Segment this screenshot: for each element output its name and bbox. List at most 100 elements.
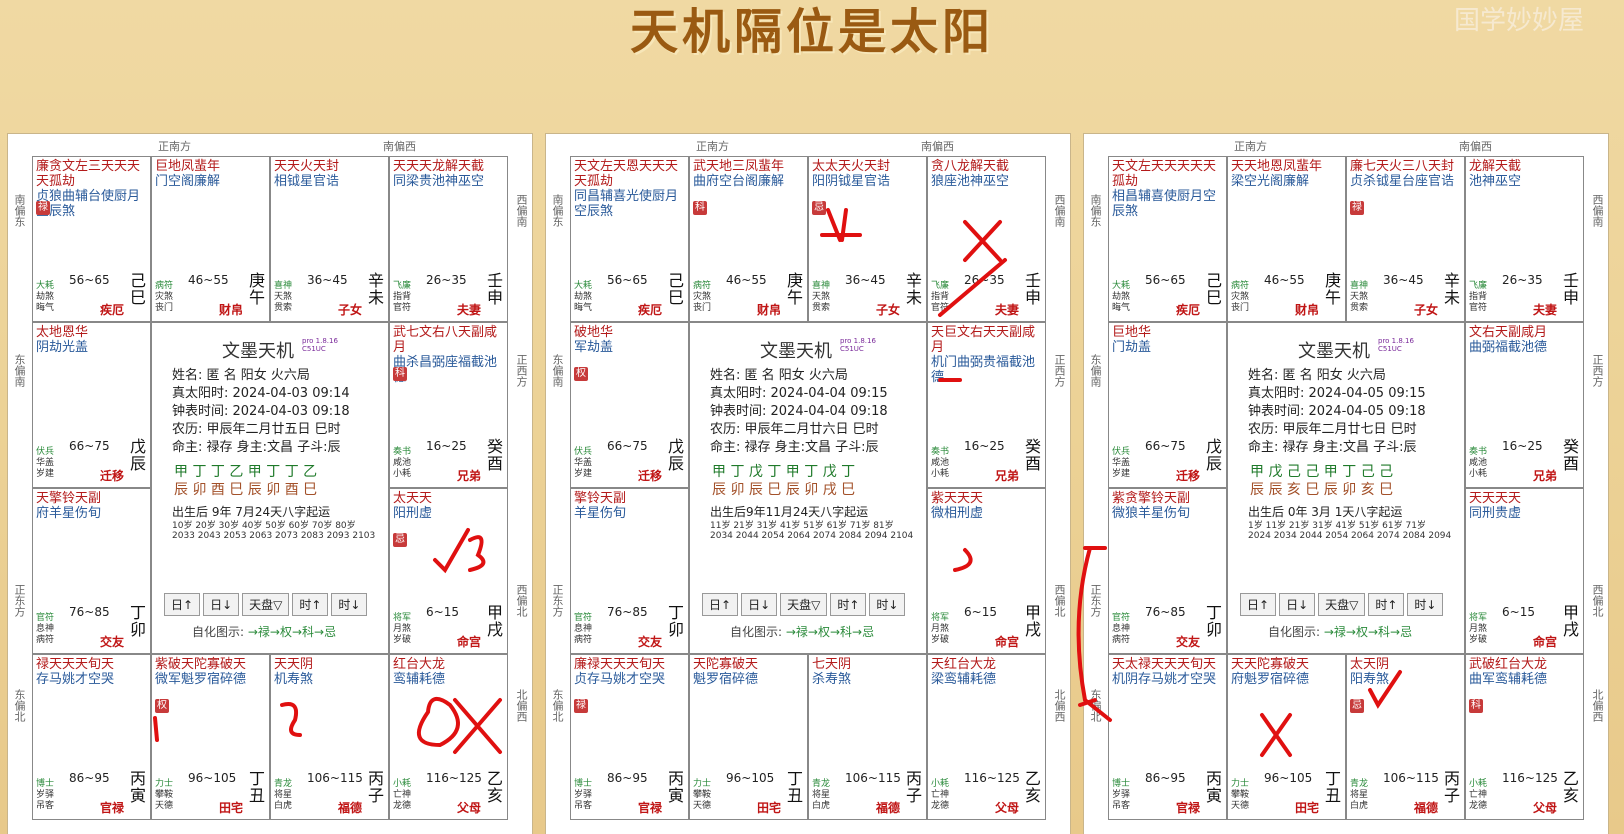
minor-gods: 官符 息神 病符 — [36, 613, 54, 646]
palace-cell[interactable]: 廉禄天天天旬天 贞存马姚才空哭 禄 86~95 丙 寅 博士 岁驿 吊客 官禄 — [570, 654, 689, 820]
dayun-ages: 10岁 20岁 30岁 40岁 50岁 60岁 70岁 80岁 — [172, 521, 356, 531]
palace-cell[interactable]: 天天阴 机寿煞 106~115 丙 子 青龙 将星 白虎 福德 — [270, 654, 389, 820]
palace-cell[interactable]: 武破红台大龙 曲军鸾辅耗德 科权 116~125 乙 亥 小耗 亡神 龙德 父母 — [1465, 654, 1584, 820]
palace-cell[interactable]: 天擎铃天副 府羊星伤旬 76~85 丁 卯 官符 息神 病符 交友 — [32, 488, 151, 654]
god-1: 伏兵 — [574, 447, 593, 457]
palace-cell[interactable]: 红台大龙 鸾辅耗德 116~125 乙 亥 小耗 亡神 龙德 父母 — [389, 654, 508, 820]
palace-cell[interactable]: 紫破天陀寡破天 微军魁罗宿碎德 权 96~105 丁 丑 力士 攀鞍 天德 田宅 — [151, 654, 270, 820]
ganzhi: 戊 辰 — [668, 438, 684, 472]
dayun-ages: 11岁 21岁 31岁 41岁 51岁 61岁 71岁 81岁 — [710, 521, 894, 531]
legend-items: →禄→权→科→忌 — [785, 625, 875, 639]
heavenly-stem: 癸 — [1024, 437, 1041, 456]
hour-down-button[interactable]: 时↓ — [1407, 593, 1444, 616]
palace-cell[interactable]: 天太禄天天天旬天 机阴存马姚才空哭 86~95 丙 寅 博士 岁驿 吊客 官禄 — [1108, 654, 1227, 820]
star-row-2: 门空阁廉解 — [155, 174, 221, 189]
palace-cell[interactable]: 紫贪擎铃天副 微狼羊星伤旬 76~85 丁 卯 官符 息神 病符 交友 — [1108, 488, 1227, 654]
day-up-button[interactable]: 日↑ — [702, 593, 739, 616]
hour-up-button[interactable]: 时↑ — [1368, 593, 1405, 616]
legend-label: 自化图示: — [1268, 625, 1321, 639]
god-1: 官符 — [574, 613, 593, 623]
palace-name: 夫妻 — [994, 303, 1019, 317]
star-row-2: 梁空光阁廉解 — [1231, 174, 1310, 189]
app-title: 文墨天机 — [760, 341, 832, 362]
god-1: 官符 — [1112, 613, 1131, 623]
hour-down-button[interactable]: 时↓ — [869, 593, 906, 616]
earthly-branch: 辰 — [129, 454, 146, 473]
palace-cell[interactable]: 七天阴 杀寿煞 106~115 丙 子 青龙 将星 白虎 福德 — [808, 654, 927, 820]
palace-cell[interactable]: 擎铃天副 羊星伤旬 76~85 丁 卯 官符 息神 病符 交友 — [570, 488, 689, 654]
god-1: 伏兵 — [36, 447, 55, 457]
palace-cell[interactable]: 廉七天火三八天封 贞杀钺星台座官诰 禄 36~45 辛 未 喜神 天煞 贯索 子… — [1346, 156, 1465, 322]
day-down-button[interactable]: 日↓ — [741, 593, 778, 616]
day-up-button[interactable]: 日↑ — [1240, 593, 1277, 616]
star-row-2: 府魁罗宿碎德 — [1231, 672, 1310, 687]
direction-label: 南偏东 — [1089, 194, 1102, 227]
start-age: 出生后9年11月24天八字起运 — [710, 505, 869, 519]
palace-cell[interactable]: 天天陀寡破天 府魁罗宿碎德 96~105 丁 丑 力士 攀鞍 天德 田宅 — [1227, 654, 1346, 820]
star-names: 天天地恩凤蜚年 梁空光阁廉解 — [1231, 159, 1322, 189]
palace-cell[interactable]: 禄天天天旬天 存马姚才空哭 86~95 丙 寅 博士 岁驿 吊客 官禄 — [32, 654, 151, 820]
palace-cell[interactable]: 天文左天恩天天天天孤劫 同昌辅喜光使厨月空辰煞 56~65 己 巳 大耗 劫煞 … — [570, 156, 689, 322]
palace-cell[interactable]: 武七文右八天副咸月 曲杀昌弼座福截池德 科 16~25 癸 酉 奏书 咸池 小耗… — [389, 322, 508, 488]
palace-cell[interactable]: 天天地恩凤蜚年 梁空光阁廉解 46~55 庚 午 病符 灾煞 丧门 财帛 — [1227, 156, 1346, 322]
decade-range: 66~75 — [1145, 439, 1186, 453]
pillars-branches: 辰 辰 亥 巳 辰 卯 亥 巳 — [1250, 482, 1394, 498]
sky-chart-button[interactable]: 天盘▽ — [1318, 593, 1366, 616]
app-title: 文墨天机 — [222, 341, 294, 362]
palace-cell[interactable]: 文右天副咸月 曲弼福截池德 16~25 癸 酉 奏书 咸池 小耗 兄弟 — [1465, 322, 1584, 488]
god-2: 指背 — [931, 292, 950, 302]
palace-name: 父母 — [1532, 801, 1557, 815]
palace-cell[interactable]: 武天地三凤蜚年 曲府空台阁廉解 科 46~55 庚 午 病符 灾煞 丧门 财帛 — [689, 156, 808, 322]
palace-cell[interactable]: 天陀寡破天 魁罗宿碎德 96~105 丁 丑 力士 攀鞍 天德 田宅 — [689, 654, 808, 820]
ganzhi: 癸 酉 — [1563, 438, 1579, 472]
palace-cell[interactable]: 破地华 军劫盖 权 66~75 戊 辰 伏兵 华盖 岁建 迁移 — [570, 322, 689, 488]
star-row-2: 阴劫光盖 — [36, 340, 89, 355]
direction-label: 南偏西 — [1459, 140, 1492, 153]
ganzhi: 庚 午 — [1325, 272, 1341, 306]
palace-cell[interactable]: 太地恩华 阴劫光盖 66~75 戊 辰 伏兵 华盖 岁建 迁移 — [32, 322, 151, 488]
heavenly-stem: 戊 — [129, 437, 146, 456]
hour-up-button[interactable]: 时↑ — [830, 593, 867, 616]
palace-cell[interactable]: 太天天 阳刑虚 忌 6~15 甲 戌 将军 月煞 岁破 命宫 — [389, 488, 508, 654]
decade-range: 106~115 — [845, 771, 901, 785]
day-up-button[interactable]: 日↑ — [164, 593, 201, 616]
hour-up-button[interactable]: 时↑ — [292, 593, 329, 616]
decade-range: 76~85 — [69, 605, 110, 619]
decade-range: 116~125 — [964, 771, 1020, 785]
star-row-1: 天天火天封 — [274, 159, 340, 174]
palace-cell[interactable]: 太太天火天封 阳阴钺星官诰 忌 36~45 辛 未 喜神 天煞 贯索 子女 — [808, 156, 927, 322]
heavenly-stem: 丙 — [905, 769, 922, 788]
palace-cell[interactable]: 天天火天封 相钺星官诰 36~45 辛 未 喜神 天煞 贯索 子女 — [270, 156, 389, 322]
pillars-stems: 甲 丁 戊 丁 甲 丁 戊 丁 — [712, 464, 856, 480]
palace-cell[interactable]: 天红台大龙 梁鸾辅耗德 116~125 乙 亥 小耗 亡神 龙德 父母 — [927, 654, 1046, 820]
decade-range: 56~65 — [1145, 273, 1186, 287]
god-1: 病符 — [693, 281, 712, 291]
palace-name: 迁移 — [1175, 469, 1200, 483]
star-names: 天擎铃天副 府羊星伤旬 — [36, 491, 101, 521]
palace-cell[interactable]: 龙解天截 池神巫空 26~35 壬 申 飞廉 指背 官符 夫妻 — [1465, 156, 1584, 322]
palace-cell[interactable]: 巨地华 门劫盖 66~75 戊 辰 伏兵 华盖 岁建 迁移 — [1108, 322, 1227, 488]
minor-gods: 奏书 咸池 小耗 — [393, 447, 411, 480]
ganzhi: 癸 酉 — [1025, 438, 1041, 472]
star-row-1: 巨地华 — [1112, 325, 1152, 340]
palace-name: 交友 — [1175, 635, 1200, 649]
palace-cell[interactable]: 贪八龙解天截 狼座池神巫空 26~35 壬 申 飞廉 指背 官符 夫妻 — [927, 156, 1046, 322]
birth-info: 姓名: 匿 名 阳女 火六局 真太阳时: 2024-04-04 09:15 钟表… — [710, 367, 888, 457]
day-down-button[interactable]: 日↓ — [1279, 593, 1316, 616]
palace-cell[interactable]: 太天阴 阳寿煞 忌 106~115 丙 子 青龙 将星 白虎 福德 — [1346, 654, 1465, 820]
palace-cell[interactable]: 天巨文右天天副咸月 机门曲弼贵福截池德 16~25 癸 酉 奏书 咸池 小耗 兄… — [927, 322, 1046, 488]
palace-cell[interactable]: 巨地凤蜚年 门空阁廉解 46~55 庚 午 病符 灾煞 丧门 财帛 — [151, 156, 270, 322]
palace-cell[interactable]: 天文左天天天天天孤劫 相昌辅喜使厨月空辰煞 56~65 己 巳 大耗 劫煞 晦气… — [1108, 156, 1227, 322]
star-row-1: 紫天天天 — [931, 491, 984, 506]
palace-cell[interactable]: 天天天龙解天截 同梁贵池神巫空 26~35 壬 申 飞廉 指背 官符 夫妻 — [389, 156, 508, 322]
day-down-button[interactable]: 日↓ — [203, 593, 240, 616]
decade-range: 66~75 — [607, 439, 648, 453]
palace-cell[interactable]: 廉贪文左三天天天天孤劫 贞狼曲辅台使厨月空辰煞 禄 56~65 己 巳 大耗 劫… — [32, 156, 151, 322]
star-names: 天文左天恩天天天天孤劫 同昌辅喜光使厨月空辰煞 — [574, 159, 688, 219]
palace-cell[interactable]: 紫天天天 微相刑虚 6~15 甲 戌 将军 月煞 岁破 命宫 — [927, 488, 1046, 654]
ganzhi: 丁 卯 — [668, 604, 684, 638]
hour-down-button[interactable]: 时↓ — [331, 593, 368, 616]
sky-chart-button[interactable]: 天盘▽ — [780, 593, 828, 616]
sky-chart-button[interactable]: 天盘▽ — [242, 593, 290, 616]
palace-cell[interactable]: 天天天天 同刑贵虚 6~15 甲 戌 将军 月煞 岁破 命宫 — [1465, 488, 1584, 654]
